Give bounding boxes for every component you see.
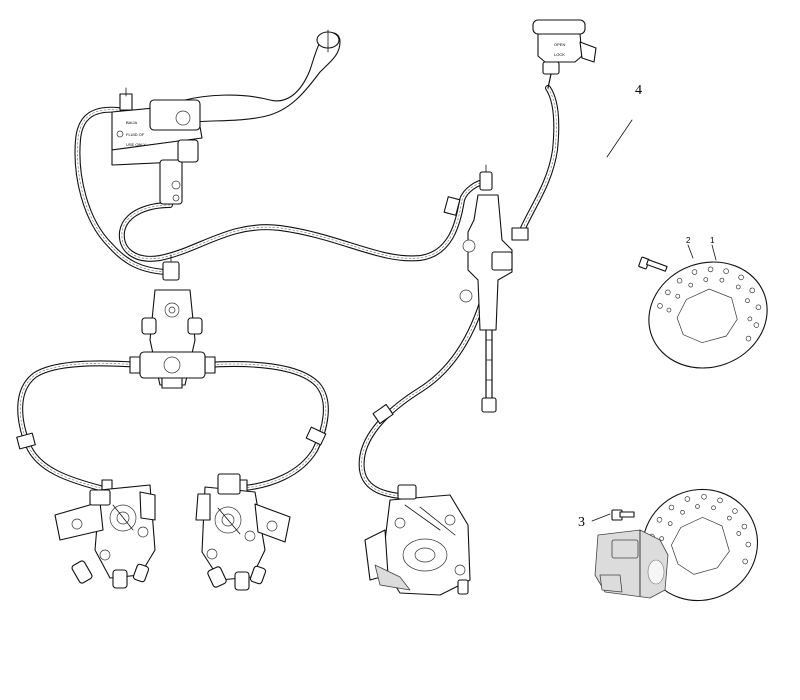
hose-junction-to-left-caliper bbox=[17, 360, 143, 491]
front-master-cylinder: BAIJA FLUID OF USE ONLY bbox=[111, 29, 341, 205]
left-front-caliper bbox=[54, 484, 156, 589]
master-label-line2: FLUID OF bbox=[126, 132, 145, 137]
rear-brake-disc bbox=[641, 488, 759, 602]
hose-junction-to-right-caliper bbox=[202, 361, 329, 491]
master-label-line1: BAIJA bbox=[126, 120, 137, 125]
master-label-line3: USE ONLY bbox=[126, 142, 146, 147]
leader-line-4 bbox=[606, 119, 633, 158]
brake-hoses bbox=[16, 85, 560, 500]
disc-ventilation-holes bbox=[657, 266, 762, 342]
leader-line-1 bbox=[711, 244, 717, 261]
reservoir-label-lock: LOCK bbox=[554, 52, 565, 57]
disc-bolt bbox=[638, 256, 668, 272]
front-junction-block bbox=[139, 254, 206, 389]
leader-line-3 bbox=[591, 513, 611, 522]
callout-1: 1 bbox=[710, 236, 715, 245]
rear-caliper bbox=[364, 484, 471, 596]
brake-disc bbox=[648, 261, 768, 369]
callout-3: 3 bbox=[578, 515, 585, 530]
rear-brake-reservoir: OPEN LOCK bbox=[532, 19, 597, 89]
brake-lever bbox=[184, 32, 341, 123]
callout-4: 4 bbox=[635, 83, 642, 98]
rear-master-cylinder bbox=[459, 164, 513, 413]
right-front-caliper bbox=[195, 473, 291, 591]
reservoir-label-open: OPEN bbox=[554, 42, 565, 47]
leader-line-2 bbox=[687, 244, 694, 259]
callout-2: 2 bbox=[686, 236, 691, 245]
rear-disc-assembly bbox=[594, 488, 759, 602]
